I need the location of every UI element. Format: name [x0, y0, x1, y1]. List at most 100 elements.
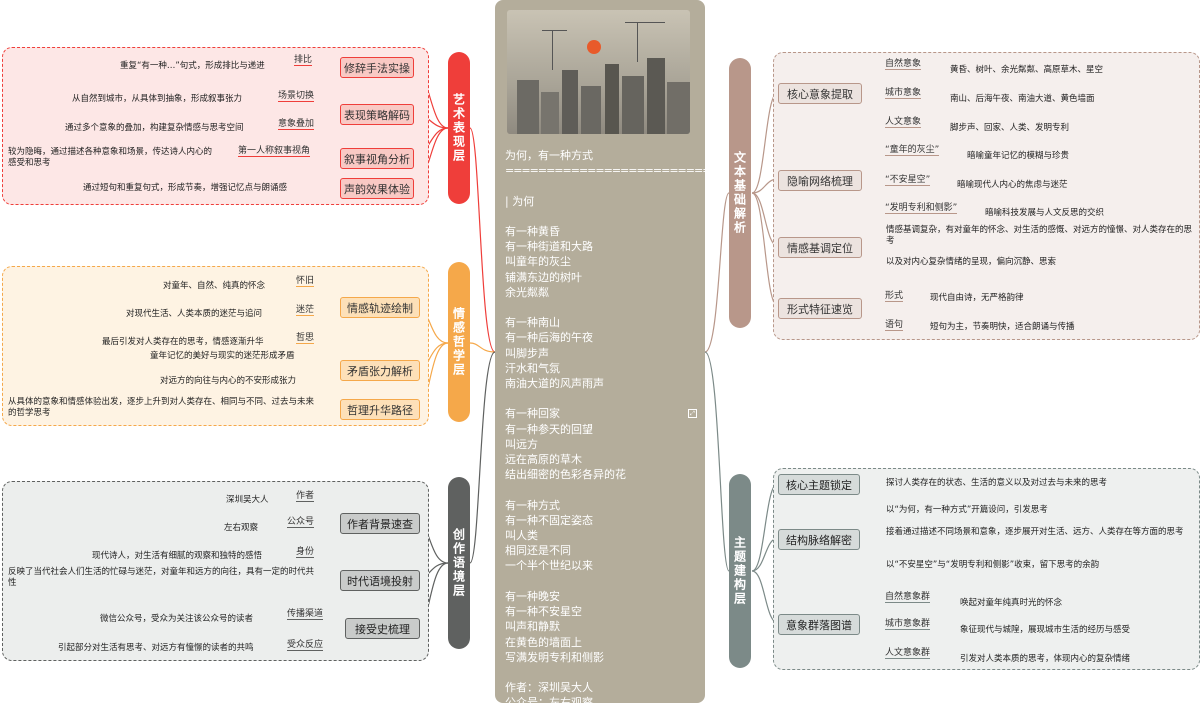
poem-line: 叫声和静默	[505, 620, 560, 634]
leaf-core-theme: 探讨人类存在的状态、生活的意义以及对过去与未来的思考	[886, 478, 1108, 488]
cat-perspective[interactable]: 叙事视角分析	[340, 148, 414, 169]
leaf-parallelism: 重复“有一种…”句式，形成排比与递进	[120, 61, 265, 71]
leaf-nostalgia: 对童年、自然、纯真的怀念	[163, 281, 266, 291]
leaf-human-cluster: 引发对人类本质的思考，体现内心的复杂情绪	[960, 654, 1131, 664]
city-sunset-photo	[507, 10, 690, 134]
poem-line	[505, 209, 700, 224]
poem-line: 铺满东边的树叶	[505, 270, 582, 284]
poem-line: 有一种不固定姿态	[505, 513, 593, 527]
poem-line: 有一种不安星空	[505, 605, 582, 619]
leaf-city-cluster: 象征现代与城隍，展现城市生活的经历与感受	[960, 625, 1131, 635]
cat-structure[interactable]: 结构脉络解密	[778, 529, 860, 550]
leaf-tension-1: 童年记忆的美好与现实的迷茫形成矛盾	[150, 351, 295, 361]
tag-image-overlay: 意象叠加	[278, 116, 315, 130]
tag-author: 作者	[296, 488, 315, 502]
leaf-sentence: 短句为主，节奏明快，适合朗诵与传播	[930, 322, 1075, 332]
cat-form[interactable]: 形式特征速览	[778, 298, 862, 319]
leaf-form: 现代自由诗，无严格韵律	[930, 293, 1024, 303]
leaf-human-images: 脚步声、回家、人类、发明专利	[950, 123, 1070, 133]
tag-patent-silhouette: “发明专利和侧影”	[885, 200, 958, 214]
leaf-account: 左右观察	[224, 523, 259, 533]
poem-line: | 为何	[505, 194, 535, 208]
theme-group-box	[773, 468, 1200, 670]
tag-human-cluster: 人文意象群	[885, 645, 931, 659]
poem-line	[505, 482, 700, 497]
cat-rhetoric[interactable]: 修辞手法实操	[340, 57, 414, 78]
tag-parallelism: 排比	[294, 52, 313, 66]
tag-childhood-dust: “童年的灰尘”	[885, 142, 940, 156]
leaf-childhood-dust: 暗喻童年记忆的模糊与珍贵	[967, 151, 1070, 161]
tag-form: 形式	[885, 288, 904, 302]
cat-core-images[interactable]: 核心意象提取	[778, 83, 862, 104]
tag-city-images: 城市意象	[885, 85, 922, 99]
cat-tone[interactable]: 情感基调定位	[778, 237, 862, 258]
tag-human-images: 人文意象	[885, 114, 922, 128]
cat-reception[interactable]: 接受史梳理	[345, 618, 420, 639]
poem-line: 有一种回家	[505, 407, 560, 421]
poem-line: 有一种街道和大路	[505, 240, 593, 254]
cat-image-clusters[interactable]: 意象群落图谱	[778, 614, 860, 635]
leaf-image-overlay: 通过多个意象的叠加，构建复杂情感与思考空间	[65, 123, 244, 133]
poem-panel	[495, 0, 705, 703]
leaf-philosophy: 从具体的意象和情感体验出发，逐步上升到对人类存在、相同与不同、过去与未来的哲学思…	[8, 397, 315, 418]
leaf-tone-2: 以及对内心复杂情绪的呈现，偏向沉静、思索	[886, 257, 1057, 267]
poem-line: 结出细密的色彩各异的花	[505, 468, 626, 482]
leaf-restless-sky: 暗喻现代人内心的焦虑与迷茫	[957, 180, 1068, 190]
tag-city-cluster: 城市意象群	[885, 616, 931, 630]
leaf-rhythm: 通过短句和重复句式，形成节奏，增强记忆点与朗诵感	[83, 183, 288, 193]
poem-line: 有一种参天的回望	[505, 422, 593, 436]
tag-restless-sky: “不安星空”	[885, 172, 931, 186]
poem-line: 相同还是不同	[505, 544, 571, 558]
poem-line	[505, 665, 700, 680]
cat-emotion-track[interactable]: 情感轨迹绘制	[340, 297, 420, 318]
cat-rhythm[interactable]: 声韵效果体验	[340, 178, 414, 199]
poem-line	[505, 300, 700, 315]
tag-sentence: 语句	[885, 317, 904, 331]
poem-line: 叫脚步声	[505, 346, 549, 360]
cat-philosophy[interactable]: 哲理升华路径	[340, 399, 420, 420]
branch-art[interactable]: 艺术表现层	[448, 52, 470, 204]
leaf-structure-2: 接着通过描述不同场景和意象，逐步展开对生活、远方、人类存在等方面的思考	[886, 527, 1184, 537]
leaf-reflection: 最后引发对人类存在的思考，情感逐渐升华	[102, 337, 264, 347]
leaf-structure-3: 以“不安星空”与“发明专利和侧影”收束，留下思考的余韵	[886, 560, 1100, 570]
leaf-confusion: 对现代生活、人类本质的迷茫与追问	[126, 309, 263, 319]
poem-line: 有一种黄昏	[505, 225, 560, 239]
poem-line: 余光粼粼	[505, 285, 549, 299]
leaf-response: 引起部分对生活有思考、对远方有憧憬的读者的共鸣	[58, 643, 254, 653]
leaf-identity: 现代诗人，对生活有细腻的观察和独特的感悟	[92, 551, 263, 561]
cat-strategy[interactable]: 表现策略解码	[340, 104, 414, 125]
leaf-natural-cluster: 唤起对童年纯真时光的怀念	[960, 598, 1063, 608]
poem-line: 汗水和气氛	[505, 361, 560, 375]
tag-channel: 传播渠道	[287, 606, 324, 620]
cat-author-bg[interactable]: 作者背景速查	[340, 513, 420, 534]
poem-line: 发布时间：2025年1月10日深圳	[505, 711, 664, 725]
leaf-scene-switch: 从自然到城市，从具体到抽象，形成叙事张力	[72, 94, 243, 104]
branch-theme[interactable]: 主题建构层	[729, 474, 751, 668]
leaf-first-person: 较为隐晦，通过描述各种意象和场景，传达诗人内心的感受和思考	[8, 147, 213, 168]
poem-line: 作者：深圳吴大人	[505, 681, 593, 695]
leaf-author: 深圳吴大人	[226, 495, 269, 505]
poem-line	[505, 574, 700, 589]
poem-line: 叫童年的灰尘	[505, 255, 571, 269]
tag-scene-switch: 场景切换	[278, 88, 315, 102]
poem-line: 写满发明专利和侧影	[505, 650, 604, 664]
cat-era-context[interactable]: 时代语境投射	[340, 570, 420, 591]
tag-confusion: 迷茫	[296, 302, 315, 316]
branch-text[interactable]: 文本基础解析	[729, 58, 751, 328]
poem-line: 有一种晚安	[505, 589, 560, 603]
branch-emotion[interactable]: 情感哲学层	[448, 262, 470, 422]
leaf-city-images: 南山、后海午夜、南油大道、黄色墙面	[950, 94, 1095, 104]
cat-metaphor[interactable]: 隐喻网络梳理	[778, 170, 862, 191]
tag-reflection: 哲思	[296, 330, 315, 344]
poem-title: 为何，有一种方式	[505, 149, 593, 162]
tag-identity: 身份	[296, 544, 315, 558]
branch-context[interactable]: 创作语境层	[448, 477, 470, 649]
cat-tension[interactable]: 矛盾张力解析	[340, 360, 420, 381]
poem-line: 在黄色的墙面上	[505, 635, 582, 649]
tag-account: 公众号	[287, 514, 315, 528]
poem-text: 为何，有一种方式========================== | 为何 …	[505, 148, 720, 726]
tag-natural-images: 自然意象	[885, 56, 922, 70]
tag-response: 受众反应	[287, 637, 324, 651]
cat-core-theme[interactable]: 核心主题锁定	[778, 474, 860, 495]
expand-icon[interactable]: ⤢	[688, 409, 697, 418]
